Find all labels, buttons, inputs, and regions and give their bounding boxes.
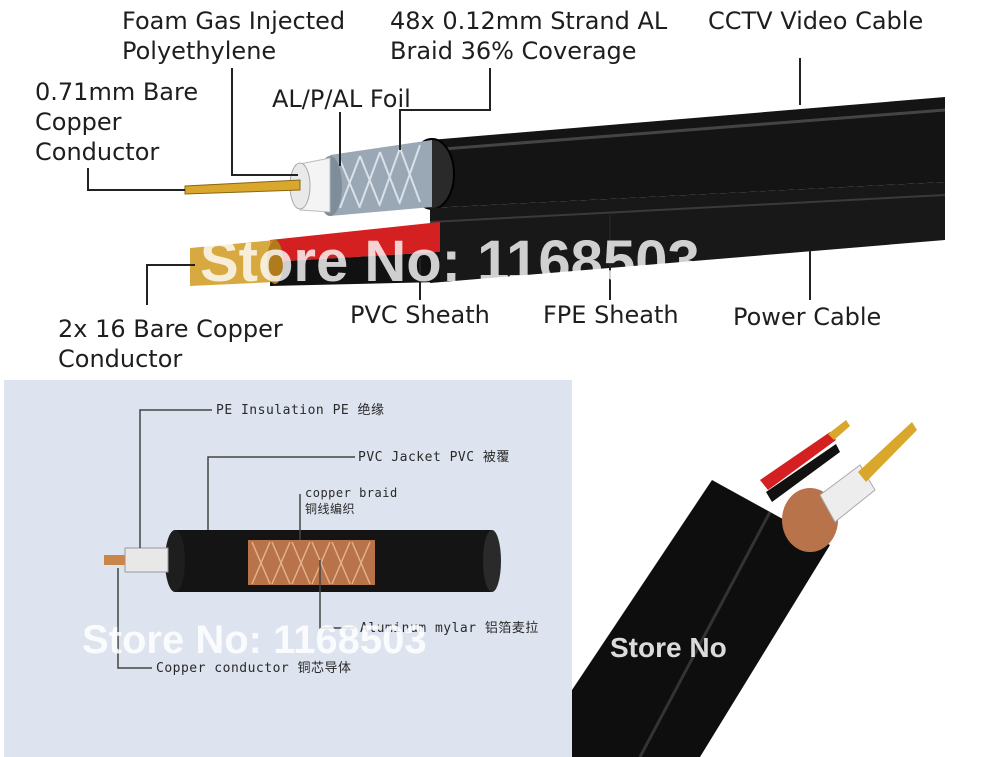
top-cable-drawing <box>87 58 946 305</box>
fpe-sheath-label: FPE Sheath <box>543 301 679 329</box>
center-conductor <box>184 179 301 195</box>
pvc-sheath-label: PVC Sheath <box>350 301 490 329</box>
cctv-label: CCTV Video Cable <box>708 7 924 35</box>
photo-dielectric <box>819 464 876 523</box>
black-wire <box>270 252 440 286</box>
photo-cable-sheath <box>572 480 830 757</box>
power-cable-label: Power Cable <box>733 303 882 331</box>
top-watermark: Store No: 1168503 <box>200 229 700 294</box>
foil-label: AL/P/AL Foil <box>272 85 411 113</box>
pvc-jacket-label: PVC Jacket PVC 被覆 <box>358 450 510 465</box>
bottom-left-watermark: Store No: 1168503 <box>82 618 427 662</box>
copper-braid-band <box>248 540 375 585</box>
red-wire <box>270 222 440 262</box>
photo-center-pin <box>858 422 917 482</box>
coax-sheath <box>430 97 945 208</box>
copper-conductor-label: Copper conductor 铜芯导体 <box>156 661 352 676</box>
copper-center <box>104 555 125 565</box>
copper-strands <box>190 240 275 286</box>
aluminum-mylar-label: Aluminum mylar 铝箔麦拉 <box>360 621 539 636</box>
power-sheath <box>430 182 945 283</box>
photo-red-wire <box>760 432 836 490</box>
bottom-right-watermark: Store No <box>610 632 727 663</box>
pe-insulation-label: PE Insulation PE 绝缘 <box>216 403 385 418</box>
